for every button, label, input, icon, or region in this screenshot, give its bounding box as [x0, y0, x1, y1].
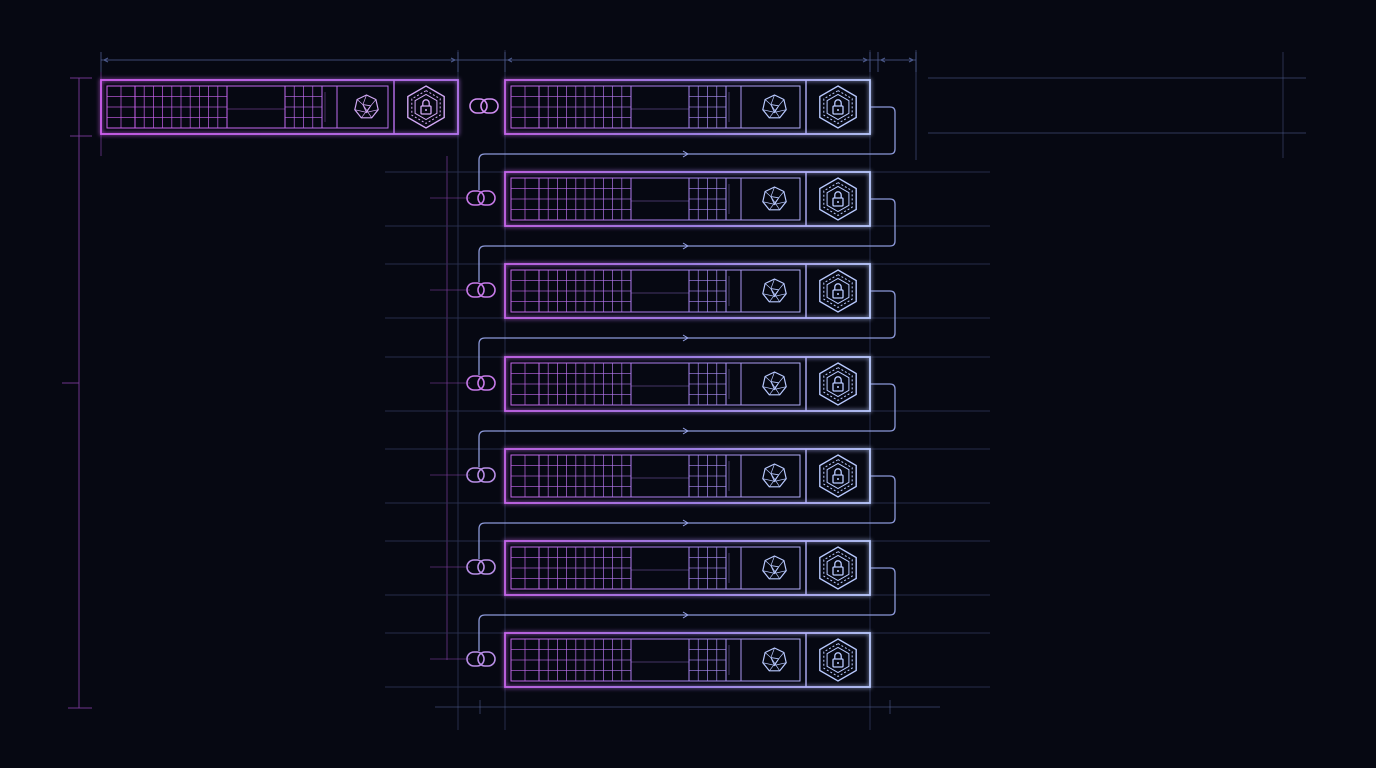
- chain-connector: [478, 475, 896, 559]
- polyhedron-icon: [354, 94, 379, 119]
- chain-connector: [478, 290, 896, 375]
- shield-lock-icon: [819, 269, 857, 313]
- flow-arrow: [682, 334, 689, 342]
- block-frame: [504, 171, 871, 227]
- chain-link-icon: [466, 190, 496, 206]
- block-frame: [504, 632, 871, 688]
- block-row-6: [504, 540, 871, 596]
- shield-lock-icon: [819, 638, 857, 682]
- block-frame: [504, 356, 871, 412]
- shield-lock-icon: [407, 85, 445, 129]
- chain-link-icon: [466, 559, 496, 575]
- arrowhead-mark: [507, 57, 513, 63]
- block-frame: [504, 448, 871, 504]
- shield-lock-icon: [819, 85, 857, 129]
- arrowhead-mark: [908, 57, 914, 63]
- polyhedron-icon: [762, 94, 787, 119]
- arrowhead-mark: [103, 57, 109, 63]
- block-row-1: [504, 79, 871, 135]
- polyhedron-icon: [762, 555, 787, 580]
- polyhedron-icon: [762, 186, 787, 211]
- block-row-7: [504, 632, 871, 688]
- shield-lock-icon: [819, 454, 857, 498]
- arrowhead-mark: [862, 57, 868, 63]
- block-frame: [504, 540, 871, 596]
- chain-connector: [478, 383, 896, 467]
- chain-link-icon: [466, 467, 496, 483]
- block-row-5: [504, 448, 871, 504]
- flow-arrow: [682, 427, 689, 435]
- flow-arrow: [682, 611, 689, 619]
- block-stack: [100, 79, 871, 688]
- chain-connector: [478, 198, 896, 282]
- flow-arrow: [682, 242, 689, 250]
- arrowhead-mark: [450, 57, 456, 63]
- polyhedron-icon: [762, 278, 787, 303]
- genesis-block: [100, 79, 459, 135]
- chain-link-icon: [466, 651, 496, 667]
- block-connectors: [466, 98, 896, 667]
- block-frame: [504, 263, 871, 319]
- block-row-2: [504, 171, 871, 227]
- shield-lock-icon: [819, 362, 857, 406]
- flow-arrow: [682, 519, 689, 527]
- polyhedron-icon: [762, 647, 787, 672]
- flow-arrow: [682, 150, 689, 158]
- shield-lock-icon: [819, 177, 857, 221]
- chain-link-icon: [466, 375, 496, 391]
- chain-link-icon: [466, 282, 496, 298]
- arrowhead-mark: [880, 57, 886, 63]
- shield-lock-icon: [819, 546, 857, 590]
- polyhedron-icon: [762, 371, 787, 396]
- chain-link-icon: [469, 98, 499, 114]
- chain-connector: [478, 567, 896, 651]
- block-row-4: [504, 356, 871, 412]
- block-frame: [100, 79, 459, 135]
- polyhedron-icon: [762, 463, 787, 488]
- chain-connector: [478, 106, 896, 190]
- block-row-3: [504, 263, 871, 319]
- block-frame: [504, 79, 871, 135]
